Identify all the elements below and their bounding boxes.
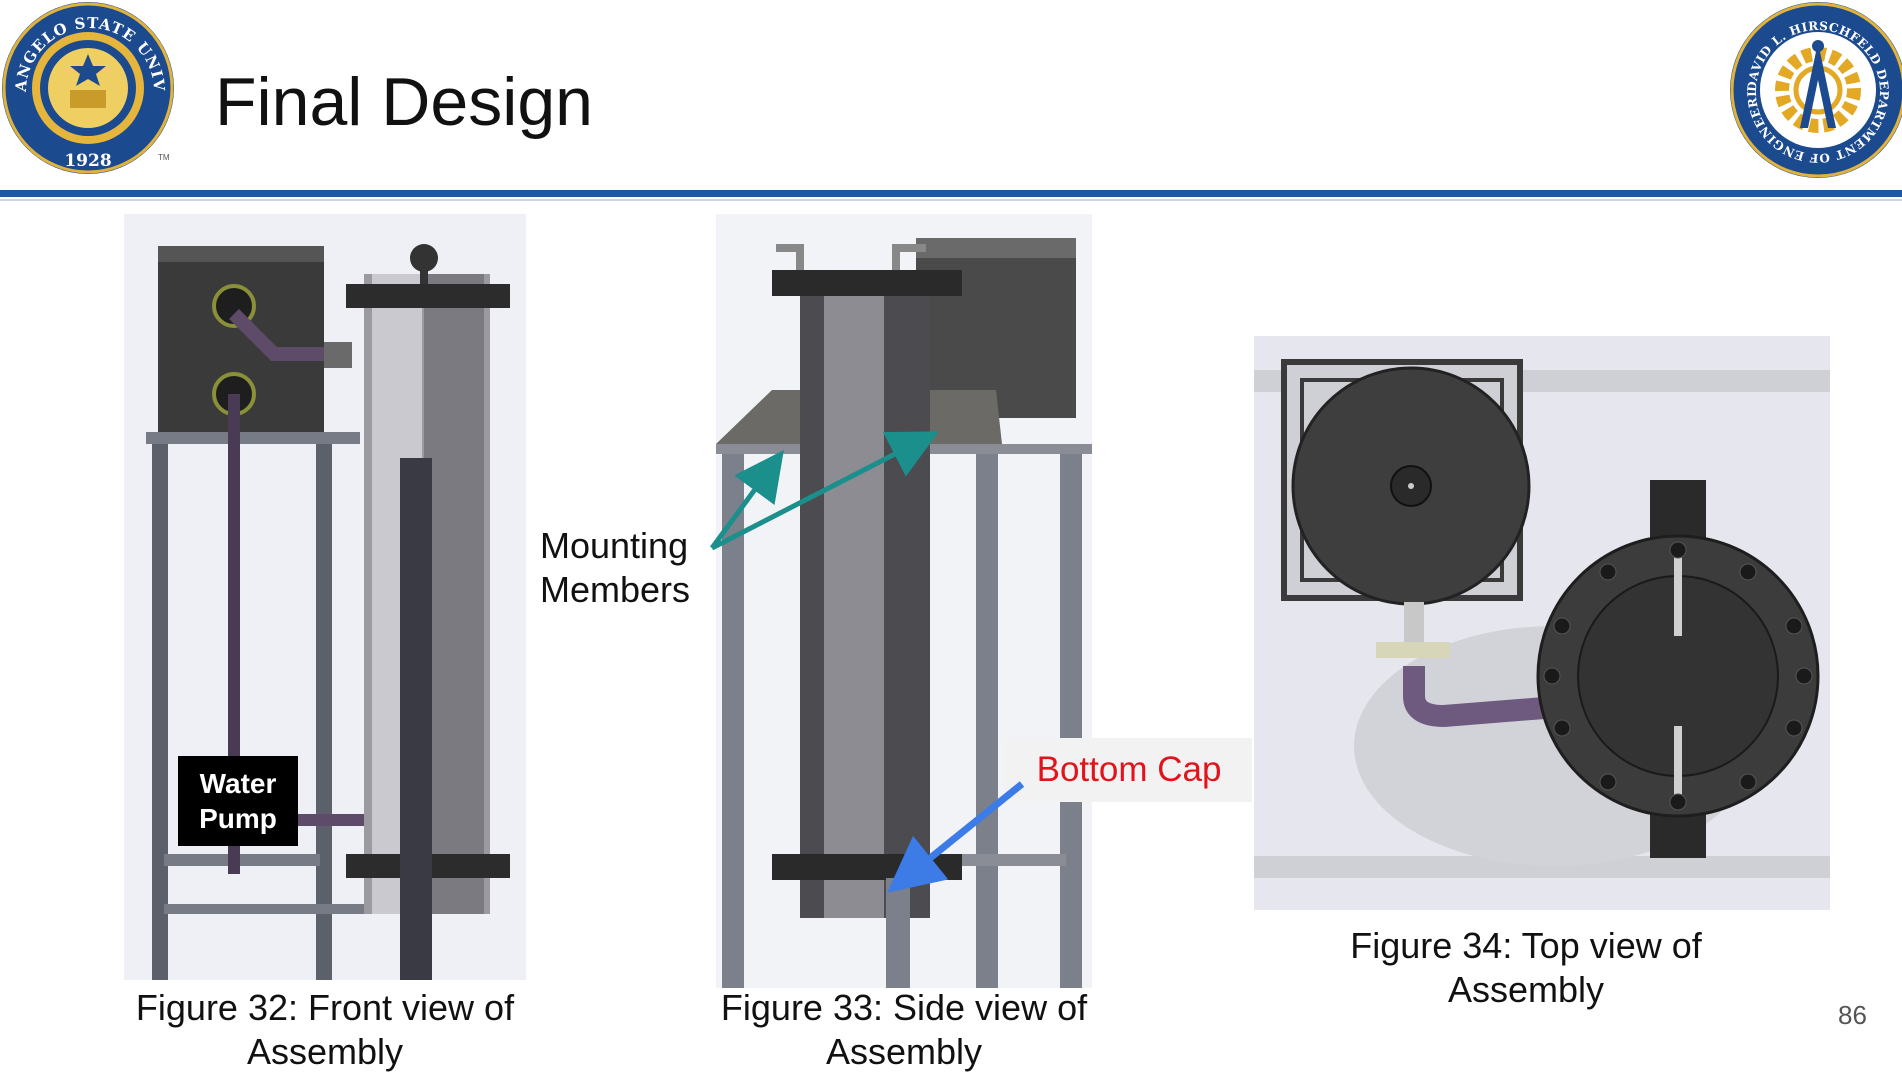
figure-32-front-view-image xyxy=(124,214,526,980)
mounting-arrow-right xyxy=(710,431,939,551)
mounting-members-label-line1: Mounting xyxy=(540,525,689,566)
figure-33-caption: Figure 33: Side view of Assembly xyxy=(692,986,1116,1074)
water-pump-label-line2: Pump xyxy=(199,803,277,834)
water-pump-label-line1: Water xyxy=(199,768,277,799)
water-pump-label: Water Pump xyxy=(178,756,298,846)
trademark-mark: TM xyxy=(158,153,170,162)
mounting-members-label-line2: Members xyxy=(540,569,691,610)
figure-32-caption: Figure 32: Front view of Assembly xyxy=(114,986,536,1074)
figure-32-caption-line1: Figure 32: Front view of xyxy=(135,987,515,1028)
mounting-members-label: Mounting Members xyxy=(540,524,690,612)
mounting-arrow-left xyxy=(709,449,784,550)
figure-34-caption: Figure 34: Top view of Assembly xyxy=(1316,924,1736,1012)
figure-34-caption-line1: Figure 34: Top view of xyxy=(1350,925,1702,966)
figure-33-caption-line1: Figure 33: Side view of xyxy=(720,987,1088,1028)
header-divider-shadow xyxy=(0,199,1902,201)
seal-year: 1928 xyxy=(64,151,111,171)
bottom-cap-arrow xyxy=(887,781,1025,893)
figure-34-top-view-image xyxy=(1254,336,1830,910)
slide-title: Final Design xyxy=(215,64,593,140)
figure-34-caption-line2: Assembly xyxy=(1447,969,1605,1010)
bottom-cap-label: Bottom Cap xyxy=(1006,738,1252,802)
figure-32-caption-line2: Assembly xyxy=(246,1031,404,1072)
header-divider xyxy=(0,190,1902,197)
page-number: 86 xyxy=(1838,1000,1867,1030)
university-seal-logo: ANGELO STATE UNIVERSITY 1928 TM xyxy=(0,0,174,174)
figure-33-caption-line2: Assembly xyxy=(825,1031,983,1072)
engineering-department-logo: DAVID L. HIRSCHFELD DEPARTMENT OF ENGINE… xyxy=(1722,0,1902,178)
